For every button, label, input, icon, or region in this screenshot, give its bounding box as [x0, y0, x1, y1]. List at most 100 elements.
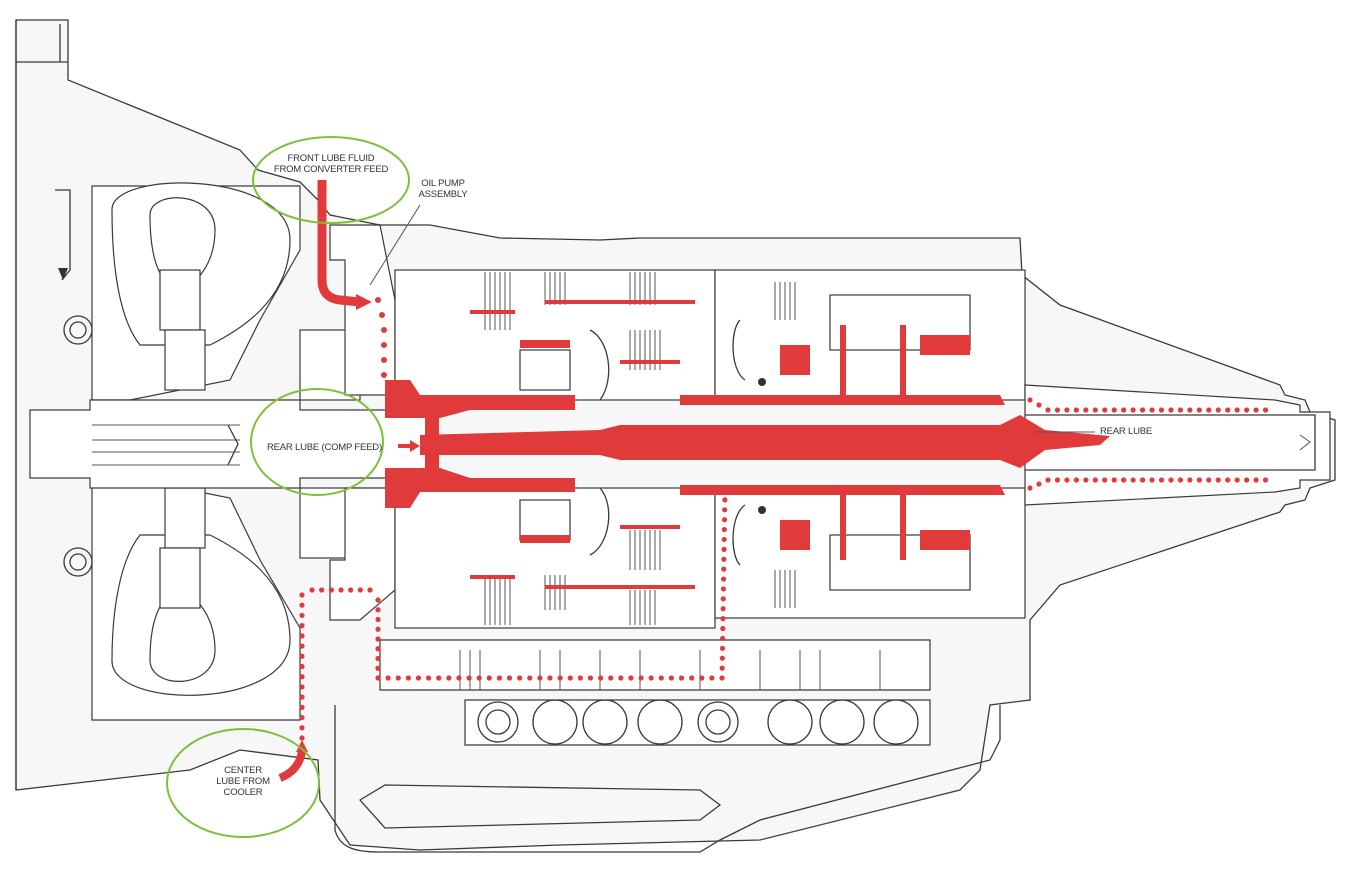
center-lube-dot [299, 623, 305, 629]
center-lube-dot [721, 566, 727, 572]
rear-lube-dot [1092, 477, 1098, 483]
center-lube-dot [299, 725, 305, 731]
front-lube-callout [252, 136, 410, 224]
center-lube-dot [597, 675, 604, 681]
center-lube-dot [638, 675, 644, 681]
center-lube-dot [689, 675, 695, 681]
center-lube-dot [436, 675, 442, 681]
center-lube-dot [720, 596, 726, 602]
center-lube-dot [506, 675, 513, 681]
center-lube-dot [466, 675, 472, 681]
center-lube-dot [385, 675, 391, 681]
center-lube-dot [367, 587, 373, 593]
center-lube-dot [299, 633, 305, 639]
rear-lube-dot [1196, 407, 1202, 413]
center-lube-dot [375, 636, 381, 642]
center-lube-dot [720, 606, 726, 612]
center-lube-dot [537, 675, 543, 681]
center-lube-arrow [278, 740, 308, 782]
rear-lube-dot [1073, 407, 1079, 413]
center-lube-dot [299, 694, 305, 700]
torque-converter-upper [55, 182, 301, 401]
center-lube-dot [678, 675, 685, 681]
rear-lube-dot [1177, 477, 1184, 483]
center-lube-dot [375, 616, 381, 623]
rear-lube-dot [1102, 477, 1108, 483]
rear-lube-dot [1187, 477, 1193, 483]
center-lube-dot [709, 675, 715, 681]
rear-lube-dot [1139, 407, 1146, 413]
center-lube-dot [719, 675, 725, 681]
rear-lube-comp-path [398, 440, 420, 452]
center-lube-label-line2: LUBE FROM [216, 776, 270, 787]
center-lube-dot [720, 625, 726, 632]
rear-lube-dot [1027, 485, 1033, 491]
center-lube-dot [721, 526, 727, 533]
center-lube-dot [618, 675, 624, 681]
rear-lube-dot [1206, 477, 1212, 483]
rear-lube-dot [1027, 397, 1033, 403]
center-lube-dot [719, 655, 725, 661]
rear-lube-dot [1225, 407, 1231, 413]
rear-lube-dot [1168, 477, 1174, 483]
rear-lube-dot [1234, 407, 1240, 413]
center-lube-dot [395, 675, 401, 681]
center-lube-dot [405, 675, 411, 681]
center-lube-dot [608, 675, 614, 681]
rear-lube-dot [1139, 477, 1146, 483]
rear-lube-dot [1054, 477, 1061, 483]
center-lube-dot [299, 684, 305, 690]
center-lube-dot [557, 675, 563, 681]
oil-pump-label-line2: ASSEMBLY [419, 189, 469, 200]
center-lube-dot [720, 586, 727, 592]
center-lube-dot [357, 587, 363, 593]
rear-lube-dot [1083, 477, 1089, 483]
center-lube-dot [375, 646, 381, 652]
center-lube-dot [328, 587, 334, 593]
rear-lube-dot [1111, 407, 1117, 413]
center-lube-dot [486, 675, 492, 681]
center-lube-dot [577, 675, 583, 681]
center-lube-dot [722, 507, 728, 513]
center-lube-dot [309, 587, 315, 593]
rear-lube-dot [1121, 407, 1127, 413]
center-lube-dot [648, 675, 654, 681]
clutch-packs [394, 269, 716, 629]
rear-lube-dot [1064, 477, 1070, 483]
center-lube-dot [319, 587, 325, 593]
center-lube-dot [375, 655, 381, 662]
center-lube-path [299, 497, 728, 741]
rear-lube-dot [1262, 477, 1269, 483]
front-lube-label-line1: FRONT LUBE FLUID [288, 153, 375, 164]
oil-pan [334, 705, 1001, 853]
center-lube-label-line3: COOLER [224, 787, 263, 798]
center-lube-dot [299, 592, 305, 598]
center-lube-dot [375, 626, 381, 632]
center-lube-dot [720, 635, 726, 642]
rear-lube-dot [1187, 407, 1193, 413]
center-lube-dot [299, 674, 305, 680]
torque-converter-lower [63, 477, 301, 721]
solenoid-bores [477, 699, 919, 745]
rear-lube-dot [1045, 407, 1051, 413]
center-lube-dot [299, 602, 305, 608]
rear-lube-dot [1054, 407, 1061, 413]
rear-lube-dot [1111, 477, 1117, 483]
center-lube-dot [496, 675, 503, 681]
rear-lube-comp-label: REAR LUBE (COMP FEED) [267, 442, 382, 453]
center-lube-dot [720, 616, 726, 622]
rear-lube-dot [1073, 477, 1079, 483]
extension-housing [1024, 384, 1331, 506]
rear-lube-dot [1064, 407, 1070, 413]
center-lube-dot [699, 675, 705, 681]
rear-lube-dot [1253, 407, 1259, 413]
rear-lube-dot [1121, 477, 1127, 483]
center-lube-dot [721, 546, 727, 552]
center-lube-dot [425, 675, 432, 681]
rear-lube-dot [1158, 407, 1165, 413]
center-lube-dot [517, 675, 523, 681]
rear-lube-dot [1234, 477, 1240, 483]
center-lube-dot [299, 704, 305, 710]
